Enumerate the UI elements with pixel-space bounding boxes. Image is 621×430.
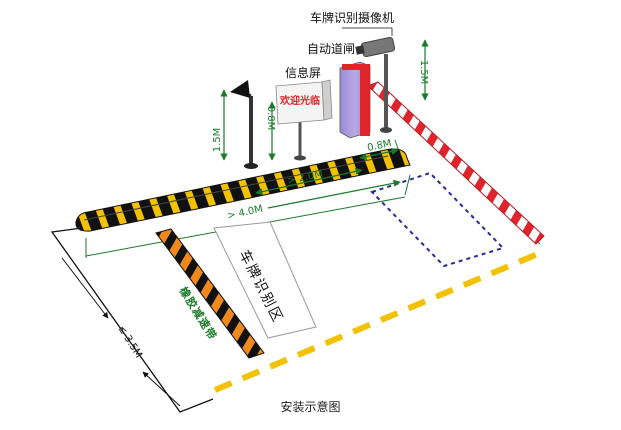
camera-unit bbox=[355, 36, 396, 133]
gap-barrier-label: 0.8M bbox=[366, 138, 392, 154]
gap-barrier-dim bbox=[359, 147, 399, 161]
gap-screen-dim bbox=[255, 167, 363, 196]
screen-height-label: 0.8M bbox=[265, 106, 276, 131]
diagram-caption: 安装示意图 bbox=[280, 400, 341, 414]
barrier-arm bbox=[367, 81, 545, 245]
camera-label: 车牌识别摄像机 bbox=[310, 10, 394, 25]
lane-width-dim bbox=[61, 257, 109, 319]
camera-height-label: 1.5M bbox=[418, 60, 429, 85]
barrier-label: 自动道闸 bbox=[307, 42, 355, 56]
lamp-height-label: 1.5M bbox=[212, 128, 223, 153]
guide-lines bbox=[85, 126, 541, 258]
detection-area bbox=[370, 171, 505, 268]
screen-text: 欢迎光临 bbox=[279, 94, 320, 107]
lane-boundary bbox=[50, 227, 214, 413]
speed-bump bbox=[155, 228, 265, 359]
lane-width-label: ≤ 3.5M bbox=[115, 324, 143, 360]
barrier-gate bbox=[339, 61, 371, 139]
recognition-zone-box bbox=[213, 221, 317, 339]
lamp-post bbox=[230, 80, 258, 169]
screen-label: 信息屏 bbox=[285, 65, 321, 80]
gap-zone-dim bbox=[267, 179, 401, 209]
info-screen bbox=[275, 79, 333, 161]
gap-zone-label: > 4.0M bbox=[226, 204, 264, 222]
